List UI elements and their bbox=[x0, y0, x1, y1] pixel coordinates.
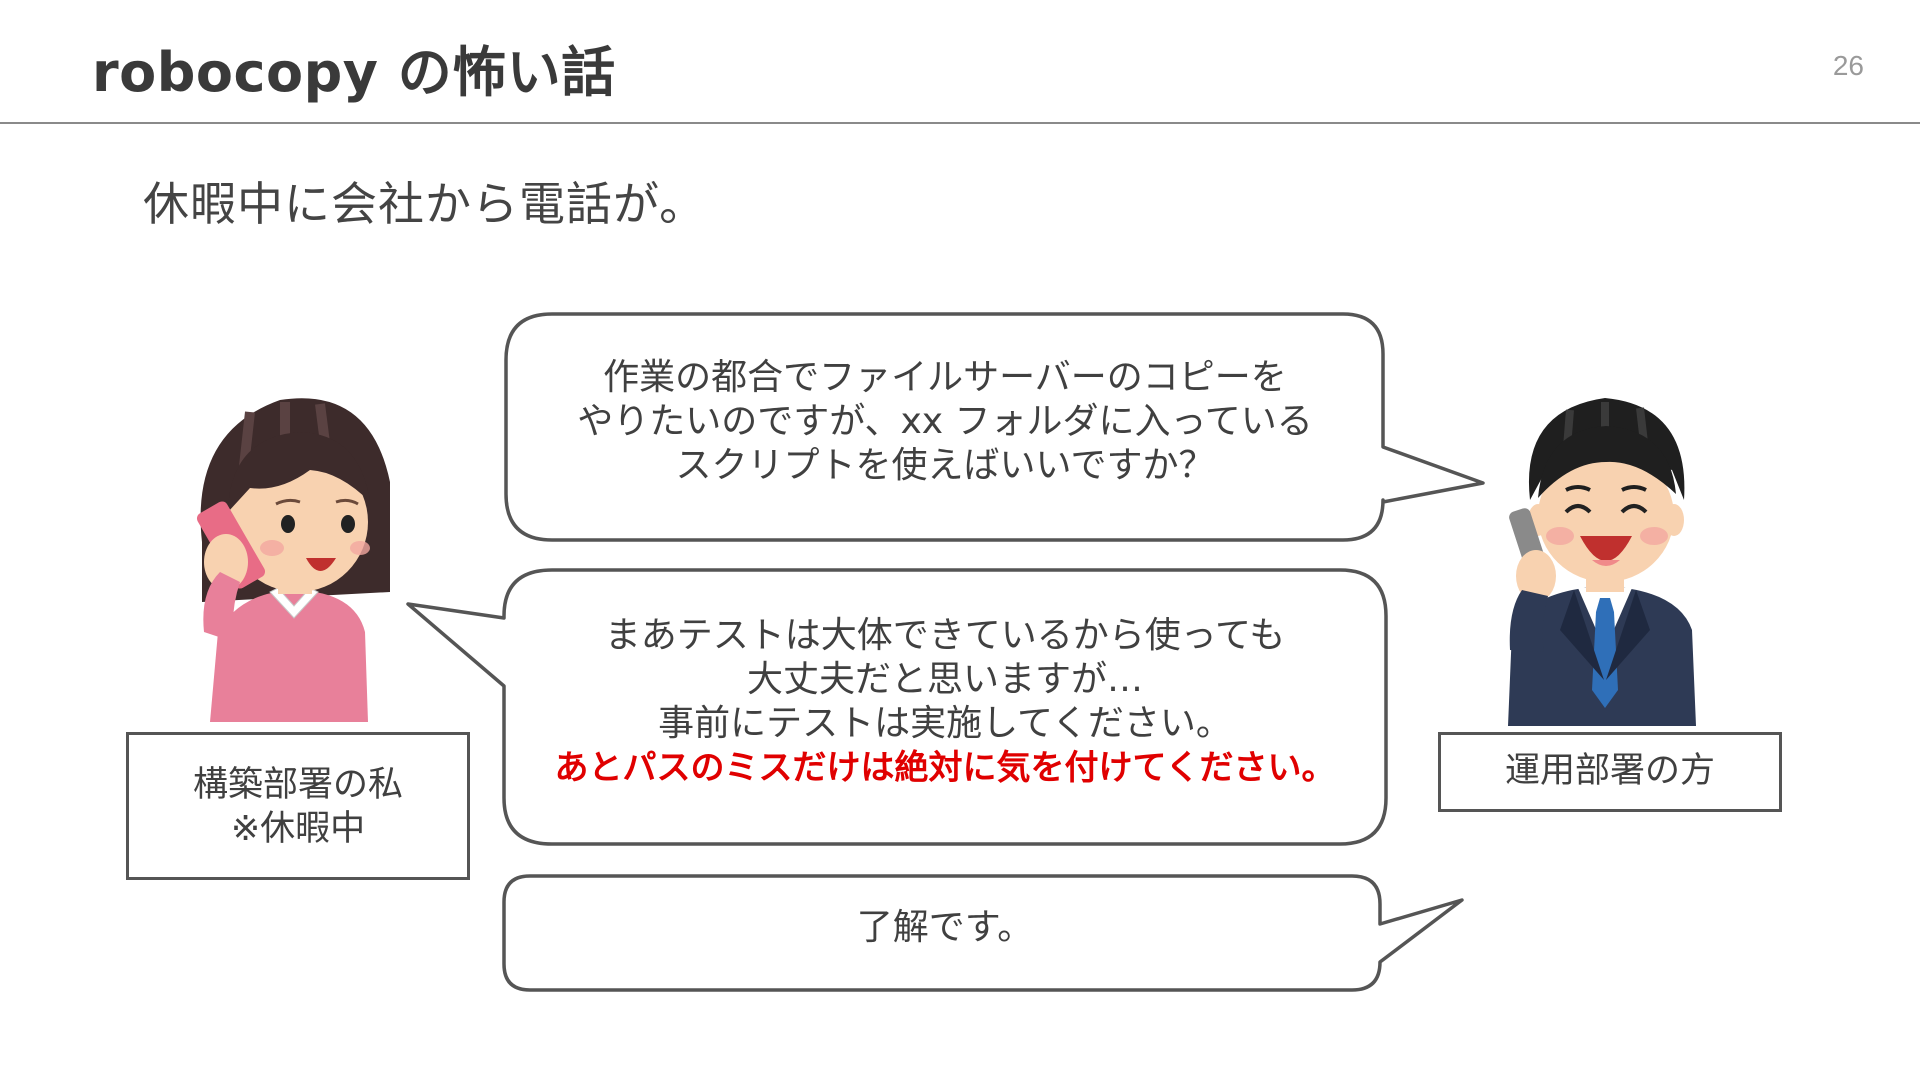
bubble-ops-question-shape bbox=[504, 312, 1485, 542]
title-divider bbox=[0, 122, 1920, 124]
my-answer-line-3: 事前にテストは実施してください。 bbox=[658, 703, 1232, 744]
slide-title: robocopy の怖い話 bbox=[92, 41, 616, 104]
bubble-my-answer: まあテストは大体できているから使っても 大丈夫だと思いますが… 事前にテストは実… bbox=[512, 614, 1378, 790]
label-me-line-2: ※休暇中 bbox=[230, 809, 366, 849]
my-answer-line-1: まあテストは大体できているから使っても bbox=[604, 615, 1286, 656]
bubble-ops-reply: 了解です。 bbox=[520, 906, 1370, 950]
page-number: 26 bbox=[1832, 50, 1864, 81]
ops-question-line-2: やりたいのですが、xx フォルダに入っている bbox=[577, 401, 1313, 442]
businessman-on-phone-icon bbox=[1508, 398, 1696, 726]
ops-question-line-3: スクリプトを使えばいいですか？ bbox=[675, 445, 1215, 486]
woman-on-phone-icon bbox=[196, 398, 390, 722]
label-me-line-1: 構築部署の私 bbox=[192, 765, 403, 805]
my-answer-emphasis: あとパスのミスだけは絶対に気を付けてください。 bbox=[554, 748, 1336, 788]
bubble-ops-reply-shape bbox=[502, 874, 1464, 992]
label-ops-text: 運用部署の方 bbox=[1504, 751, 1715, 791]
ops-reply-line-1: 了解です。 bbox=[856, 907, 1034, 948]
label-ops: 運用部署の方 bbox=[1438, 732, 1782, 812]
slide-subtitle: 休暇中に会社から電話が。 bbox=[143, 177, 707, 231]
label-me: 構築部署の私 ※休暇中 bbox=[126, 732, 470, 880]
ops-question-line-1: 作業の都合でファイルサーバーのコピーを bbox=[603, 357, 1287, 398]
bubble-my-answer-shape bbox=[406, 568, 1388, 846]
bubble-ops-question: 作業の都合でファイルサーバーのコピーを やりたいのですが、xx フォルダに入って… bbox=[520, 356, 1370, 488]
my-answer-line-2: 大丈夫だと思いますが… bbox=[746, 659, 1143, 700]
